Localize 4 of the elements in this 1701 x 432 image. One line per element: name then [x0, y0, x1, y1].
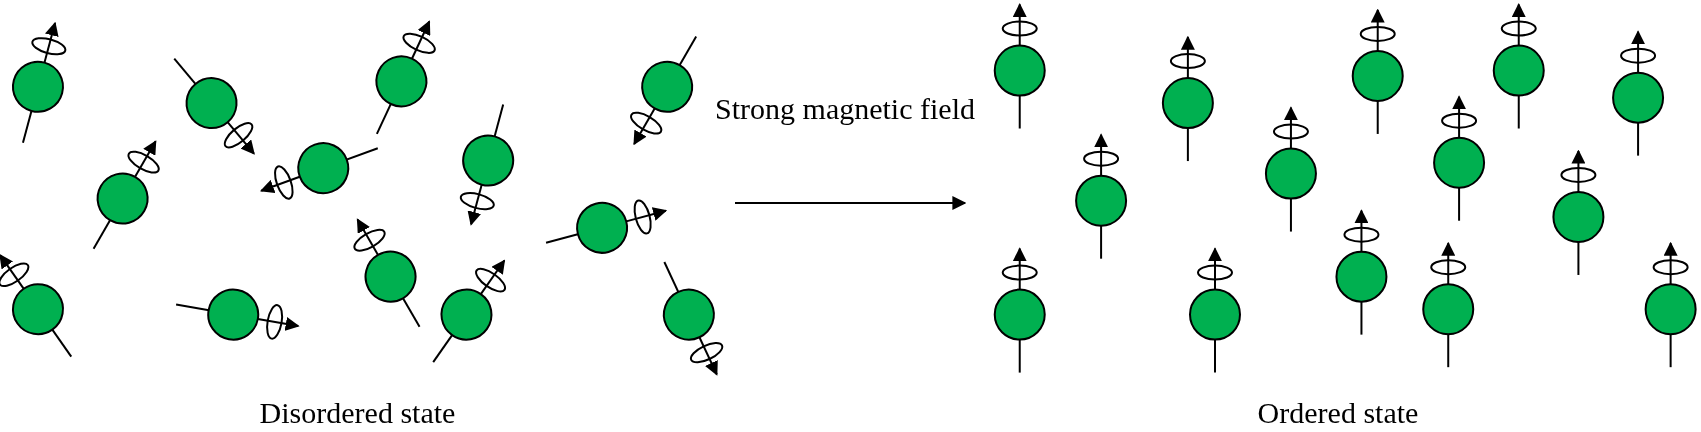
- state-caption: Disordered state: [259, 396, 456, 430]
- arrow: [734, 196, 967, 210]
- edge-label: Strong magnetic field: [714, 91, 976, 127]
- state-caption: Ordered state: [1257, 396, 1419, 430]
